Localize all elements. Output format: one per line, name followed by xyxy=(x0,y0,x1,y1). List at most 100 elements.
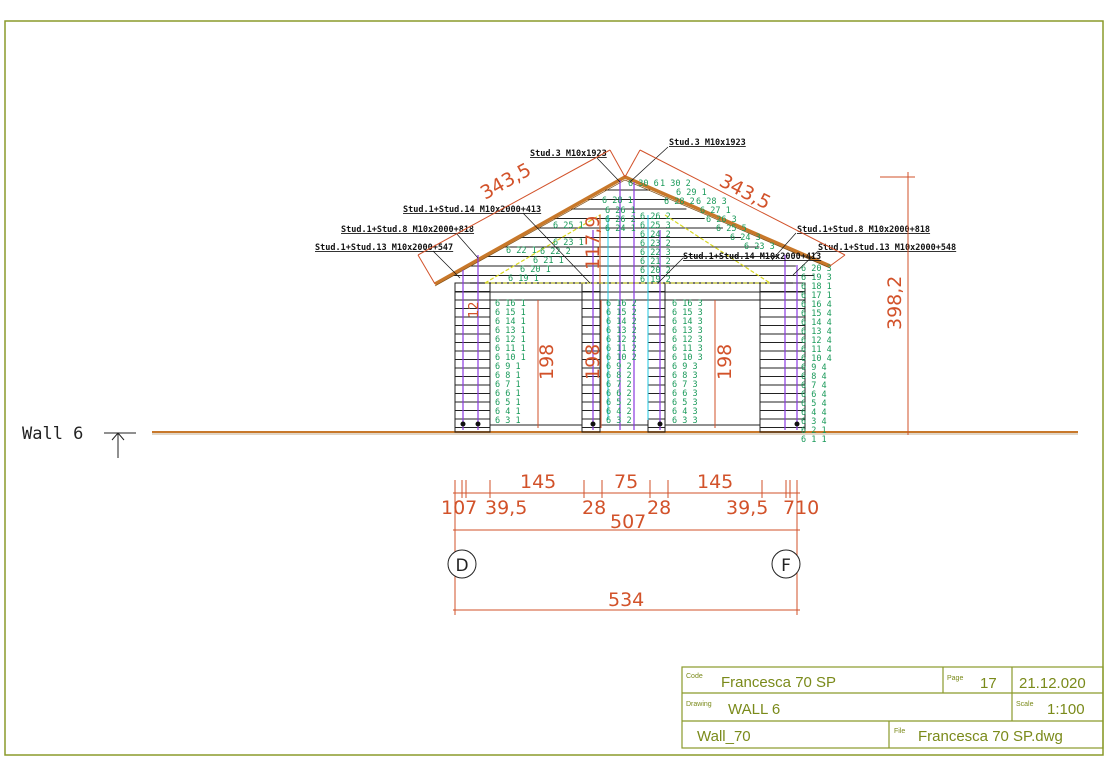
log-number: 6 8 1 xyxy=(495,371,521,381)
log-number: 6 17 1 xyxy=(801,291,832,301)
dim-bottom-1: 107 xyxy=(441,497,477,519)
stud-label-left-2: Stud.1+Stud.8 M10x2000+818 xyxy=(341,225,474,235)
gable-log-number: 6 29 1 xyxy=(676,188,707,198)
gable-log-number: 6 25 5 xyxy=(716,224,747,234)
gable-height-dimension: 117,9 xyxy=(582,216,604,270)
dim-bottom-4: 28 xyxy=(647,497,671,519)
wall-label: Wall 6 xyxy=(22,424,83,444)
log-number: 6 4 1 xyxy=(495,407,521,417)
page-caption: Page xyxy=(947,675,963,682)
opening-2-height: 198 xyxy=(582,344,604,380)
log-number: 6 9 4 xyxy=(801,363,827,373)
log-number: 6 10 4 xyxy=(801,354,832,364)
stud-label-top-left: Stud.3 M10x1923 xyxy=(530,149,607,159)
log-number: 6 12 4 xyxy=(801,336,832,346)
dim-bottom-5: 39,5 xyxy=(726,497,768,519)
eave-dimension: 12 xyxy=(467,301,482,318)
dim-bottom-6: 710 xyxy=(783,497,819,519)
opening-1-height: 198 xyxy=(536,344,558,380)
log-number: 6 7 4 xyxy=(801,381,827,391)
gable-log-number: 6 21 1 xyxy=(533,256,564,266)
log-number: 6 8 2 xyxy=(606,371,632,381)
drawing-frame xyxy=(4,20,1104,756)
anchor-bolt xyxy=(794,421,800,427)
wall-section xyxy=(647,282,666,433)
title-block xyxy=(681,666,1104,749)
drawing-caption: Drawing xyxy=(686,701,712,708)
gable-log-number: 6 25 1 xyxy=(553,221,584,231)
log-number: 6 11 4 xyxy=(801,345,832,355)
log-number: 6 4 2 xyxy=(606,407,632,417)
gable-log-number: 6 26 3 xyxy=(706,215,737,225)
gable-log-number: 1 30 2 xyxy=(660,179,691,189)
stud-label-right-1: Stud.1+Stud.8 M10x2000+818 xyxy=(797,225,930,235)
log-number: 6 12 2 xyxy=(606,335,637,345)
gable-log-number: 6 26 1 xyxy=(605,206,636,216)
gable-log-number: 6 23 1 xyxy=(553,238,584,248)
log-number: 6 14 2 xyxy=(606,317,637,327)
log-number: 6 18 1 xyxy=(801,282,832,292)
date-value: 21.12.020 xyxy=(1019,675,1086,692)
log-number: 6 5 3 xyxy=(672,398,698,408)
file-caption: File xyxy=(894,728,905,735)
dimension-lines xyxy=(417,149,915,615)
log-number: 6 4 3 xyxy=(672,407,698,417)
log-number: 6 20 3 xyxy=(801,264,832,274)
section-arrow-icon xyxy=(104,432,136,458)
stud-lines xyxy=(462,180,798,430)
log-number: 6 14 3 xyxy=(672,317,703,327)
dim-top-3: 145 xyxy=(697,471,733,493)
gable-log-number: 6 23 2 xyxy=(640,239,671,249)
log-number: 6 2 1 xyxy=(801,426,827,436)
log-number: 6 16 1 xyxy=(495,299,526,309)
scale-caption: Scale xyxy=(1016,701,1034,708)
gable-log-number: 6 24 1 xyxy=(605,224,636,234)
log-number: 6 10 1 xyxy=(495,353,526,363)
gable-log-number: 6 24 3 xyxy=(730,233,761,243)
scale-value: 1:100 xyxy=(1047,701,1085,718)
log-number: 6 9 1 xyxy=(495,362,521,372)
stud-label-center: Stud.1+Stud.14 M10x2000+413 xyxy=(683,252,821,262)
log-number: 6 11 2 xyxy=(606,344,637,354)
code-value: Francesca 70 SP xyxy=(721,674,836,691)
roof-left-dimension: 343,5 xyxy=(477,159,535,205)
page-value: 17 xyxy=(980,675,997,692)
log-number: 6 10 2 xyxy=(606,353,637,363)
opening-3-height: 198 xyxy=(714,344,736,380)
log-number: 6 3 2 xyxy=(606,416,632,426)
gable-log-number: 6 25 3 xyxy=(640,221,671,231)
dim-top-1: 145 xyxy=(520,471,556,493)
log-number: 6 13 1 xyxy=(495,326,526,336)
stud-label-left-3: Stud.1+Stud.13 M10x2000+547 xyxy=(315,243,453,253)
log-number: 6 9 3 xyxy=(672,362,698,372)
log-number: 6 6 1 xyxy=(495,389,521,399)
anchor-bolt xyxy=(590,421,596,427)
log-number: 6 11 1 xyxy=(495,344,526,354)
log-number: 6 14 1 xyxy=(495,317,526,327)
log-number: 6 7 3 xyxy=(672,380,698,390)
log-number: 6 5 1 xyxy=(495,398,521,408)
gable-log-number: 6 19 1 xyxy=(508,274,539,284)
log-number: 6 3 3 xyxy=(672,416,698,426)
anchor-bolt xyxy=(657,421,663,427)
log-number: 6 4 4 xyxy=(801,408,827,418)
axis-label-d: D xyxy=(455,556,468,576)
gable-log-number: 6 22 2 xyxy=(540,247,571,257)
anchor-bolt xyxy=(460,421,466,427)
log-number: 6 8 3 xyxy=(672,371,698,381)
log-number: 6 3 4 xyxy=(801,417,827,427)
gable-log-number: 6 24 2 xyxy=(640,230,671,240)
log-number: 6 10 3 xyxy=(672,353,703,363)
gable-log-number: 6 30 6 xyxy=(628,179,659,189)
log-number: 6 1 1 xyxy=(801,435,827,445)
wall-section xyxy=(759,282,806,433)
gable-log-number: 6 20 1 xyxy=(520,265,551,275)
gable-log-number: 6 27 1 xyxy=(700,206,731,216)
gable-log-number: 6 21 2 xyxy=(640,257,671,267)
log-number: 6 15 1 xyxy=(495,308,526,318)
log-number: 6 13 3 xyxy=(672,326,703,336)
file-value: Francesca 70 SP.dwg xyxy=(918,728,1063,745)
gable-log-number: 6 28 3 xyxy=(696,197,727,207)
log-number: 6 16 3 xyxy=(672,299,703,309)
